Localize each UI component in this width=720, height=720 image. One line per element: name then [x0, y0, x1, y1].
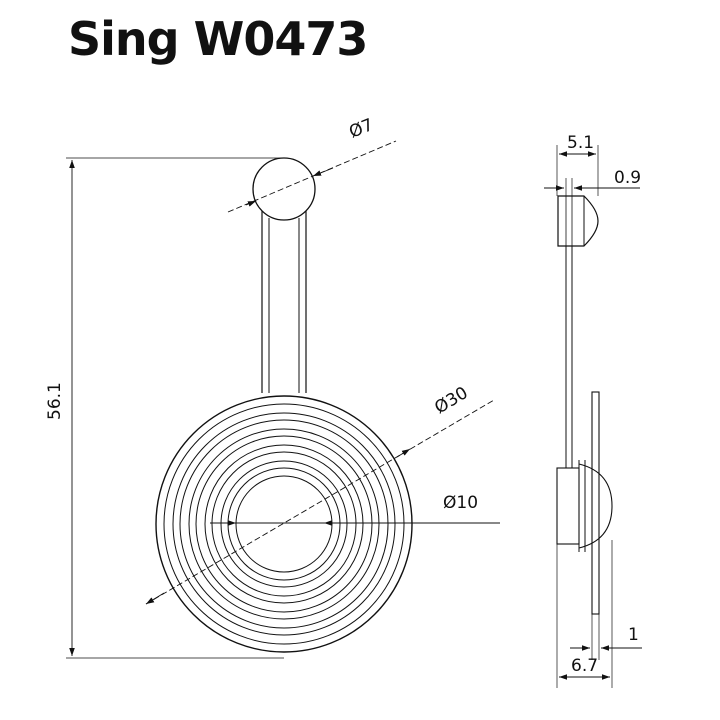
dim-top-circle-label: Ø7: [346, 115, 376, 143]
ring: [211, 451, 357, 597]
ring: [220, 460, 348, 588]
dim-side-top-offset: 0.9: [544, 168, 641, 196]
front-view: Ø7 Ø30 Ø10 56.1: [45, 115, 500, 659]
ring: [227, 467, 341, 581]
ring: [172, 412, 396, 636]
dim-side-bottom-offset: 1: [570, 614, 642, 660]
ring: [155, 395, 413, 653]
stem: [261, 211, 307, 393]
dim-side-top-width: 5.1: [556, 133, 599, 196]
side-view: 5.1 0.9 1 6.7: [544, 133, 642, 688]
dim-large-diameter: Ø30: [145, 383, 495, 605]
concentric-rings: [155, 395, 413, 653]
ring: [195, 435, 373, 613]
dim-side-bottom-offset-label: 1: [628, 625, 639, 645]
ring: [163, 403, 405, 645]
dim-side-top-offset-label: 0.9: [614, 168, 641, 188]
dim-overall-height-label: 56.1: [45, 382, 65, 420]
ring: [188, 428, 380, 620]
ring: [235, 475, 333, 573]
dim-top-circle: Ø7: [227, 115, 397, 213]
dim-side-bottom-width: 6.7: [556, 540, 613, 688]
top-circle: [252, 157, 316, 221]
dim-side-top-width-label: 5.1: [567, 133, 594, 153]
dim-overall-height: 56.1: [45, 157, 284, 659]
dim-large-diameter-label: Ø30: [431, 383, 471, 418]
dim-side-bottom-width-label: 6.7: [571, 656, 598, 676]
dim-inner-diameter: Ø10: [210, 493, 500, 526]
ring: [179, 419, 389, 629]
dim-inner-diameter-label: Ø10: [443, 493, 478, 513]
ring: [204, 444, 364, 604]
drawing-title: Sing W0473: [68, 12, 368, 66]
